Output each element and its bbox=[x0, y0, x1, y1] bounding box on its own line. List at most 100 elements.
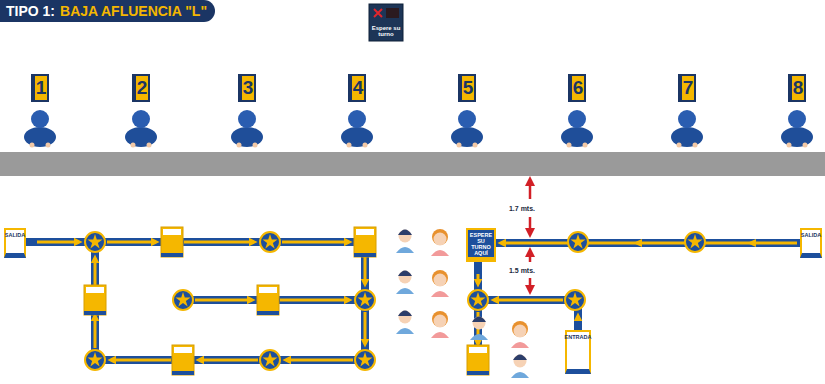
flow-arrow bbox=[107, 241, 156, 244]
flow-arrow bbox=[184, 241, 254, 244]
clerk-icon bbox=[231, 110, 263, 148]
man-icon bbox=[396, 271, 414, 295]
queue-sign bbox=[84, 285, 106, 315]
stanchion bbox=[468, 290, 488, 310]
node-text: 3 bbox=[243, 77, 254, 99]
title-banner: TIPO 1:BAJA AFLUENCIA "L" bbox=[0, 0, 215, 22]
flow-arrow bbox=[195, 299, 252, 302]
window-number: 3 bbox=[238, 74, 256, 102]
queue-rope bbox=[478, 296, 575, 304]
queue-rope bbox=[183, 296, 268, 304]
exit-sign: SALIDA bbox=[800, 228, 822, 258]
man-icon bbox=[470, 317, 488, 341]
counter-bar bbox=[0, 152, 825, 176]
stanchion bbox=[355, 290, 375, 310]
queue-rope bbox=[95, 356, 183, 364]
flow-arrow bbox=[747, 239, 756, 247]
clerk-icon bbox=[125, 110, 157, 148]
window-number: 8 bbox=[788, 74, 806, 102]
flow-arrow bbox=[37, 241, 79, 244]
window-number: 5 bbox=[458, 74, 476, 102]
clerk-icon bbox=[781, 110, 813, 148]
stanchion bbox=[260, 350, 280, 370]
woman-icon bbox=[431, 311, 449, 338]
woman-icon bbox=[431, 229, 449, 256]
node-text: 4 bbox=[353, 77, 364, 99]
turn-display: Espere su turno bbox=[369, 4, 403, 41]
queue-rope bbox=[183, 356, 270, 364]
man-icon bbox=[511, 355, 529, 379]
flow-arrow bbox=[280, 299, 349, 302]
exit-sign: SALIDA bbox=[4, 228, 26, 258]
flow-arrow bbox=[94, 258, 97, 288]
flow-arrow bbox=[494, 299, 563, 302]
screen-digits bbox=[386, 8, 399, 18]
node-text: SALIDA bbox=[801, 232, 821, 238]
stanchion bbox=[565, 290, 585, 310]
node-text: SALIDA bbox=[5, 232, 25, 238]
node-text: TIPO 1: bbox=[6, 0, 55, 22]
queue-sign bbox=[354, 227, 376, 257]
dimension-arrow bbox=[529, 181, 532, 199]
flow-arrow bbox=[364, 254, 367, 284]
queue-sign bbox=[161, 227, 183, 257]
node-text: 2 bbox=[137, 77, 148, 99]
wait-sign: ESPERE SU TURNO AQUÍ bbox=[466, 228, 496, 262]
flow-arrow bbox=[111, 359, 171, 362]
flow-arrow bbox=[199, 359, 258, 362]
window-number: 4 bbox=[348, 74, 366, 102]
flow-arrow bbox=[286, 359, 353, 362]
node-text: ESPERE SU TURNO AQUÍ bbox=[470, 232, 492, 256]
node-text: 6 bbox=[573, 77, 584, 99]
dimension-arrow bbox=[529, 252, 532, 262]
queue-sign bbox=[257, 285, 279, 315]
man-icon bbox=[396, 311, 414, 335]
node-text: 8 bbox=[793, 77, 804, 99]
stanchion bbox=[355, 350, 375, 370]
stanchion bbox=[260, 232, 280, 252]
screen-x bbox=[374, 9, 382, 17]
node-text: 5 bbox=[463, 77, 474, 99]
node-text: 7 bbox=[683, 77, 694, 99]
queue-rope bbox=[268, 296, 365, 304]
stanchion bbox=[85, 232, 105, 252]
dimension-arrow bbox=[529, 278, 532, 290]
node-text: 1 bbox=[36, 77, 47, 99]
man-icon bbox=[396, 230, 414, 254]
clerk-icon bbox=[561, 110, 593, 148]
woman-icon bbox=[431, 270, 449, 297]
flow-arrow bbox=[633, 239, 642, 247]
window-number: 2 bbox=[132, 74, 150, 102]
dimension-label: 1.7 mts. bbox=[507, 205, 537, 212]
dimension-label: 1.5 mts. bbox=[507, 267, 537, 274]
queue-rope bbox=[172, 238, 270, 246]
clerk-icon bbox=[671, 110, 703, 148]
stanchion bbox=[173, 290, 193, 310]
window-number: 6 bbox=[568, 74, 586, 102]
node-text: ENTRADA bbox=[565, 334, 592, 340]
flow-arrow bbox=[282, 241, 349, 244]
flow-arrow bbox=[577, 316, 580, 318]
queue-rope bbox=[270, 238, 365, 246]
woman-icon bbox=[511, 321, 529, 348]
entrance-sign: ENTRADA bbox=[565, 330, 591, 374]
clerk-icon bbox=[24, 110, 56, 148]
stanchion bbox=[85, 350, 105, 370]
queue-sign bbox=[172, 345, 194, 375]
flow-arrow bbox=[477, 274, 480, 284]
stanchion bbox=[568, 232, 588, 252]
turn-screen bbox=[369, 4, 403, 41]
node-text: Espere su turno bbox=[371, 25, 401, 38]
window-number: 1 bbox=[31, 74, 49, 102]
queue-rope bbox=[95, 238, 172, 246]
flow-arrow bbox=[364, 312, 367, 344]
window-number: 7 bbox=[678, 74, 696, 102]
stanchion bbox=[685, 232, 705, 252]
clerk-icon bbox=[341, 110, 373, 148]
clerk-icon bbox=[451, 110, 483, 148]
queue-sign bbox=[467, 345, 489, 375]
queue-rope bbox=[270, 356, 365, 364]
rope-band bbox=[496, 239, 800, 247]
